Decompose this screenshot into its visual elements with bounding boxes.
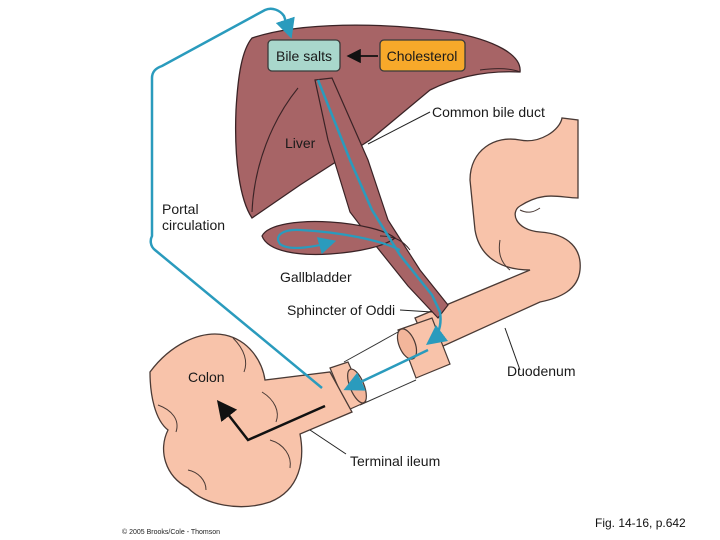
gallbladder-flow-arrow <box>276 228 401 255</box>
duodenum-shape <box>414 117 581 353</box>
copyright-text: © 2005 Brooks/Cole - Thomson <box>122 528 220 536</box>
gallbladder-label: Gallbladder <box>280 269 352 285</box>
sphincter-label: Sphincter of Oddi <box>287 302 395 318</box>
portal-circulation-arrow <box>149 7 323 389</box>
colon-flow-arrow <box>216 400 326 442</box>
bile-salts-label: Bile salts <box>276 48 332 64</box>
common-bile-duct-label: Common bile duct <box>432 104 545 120</box>
portal-label-line1: Portal <box>162 201 199 217</box>
portal-label-line2: circulation <box>162 217 225 233</box>
terminal-ileum-label: Terminal ileum <box>350 453 440 469</box>
bile-duct-flow-arrow <box>316 79 448 346</box>
bile-salts-box: Bile salts <box>267 39 341 72</box>
sphincter-leader <box>399 309 433 313</box>
duodenum-leader <box>504 327 521 371</box>
colon-label: Colon <box>188 369 225 385</box>
liver-shape <box>235 24 521 219</box>
liver-label: Liver <box>285 135 316 151</box>
cholesterol-box: Cholesterol <box>379 39 466 72</box>
common-bile-duct-leader <box>367 111 431 145</box>
cholesterol-label: Cholesterol <box>387 48 458 64</box>
common-bile-duct-shape <box>314 77 449 319</box>
duodenum-label: Duodenum <box>507 363 576 379</box>
intestinal-flow-arrow <box>343 348 429 391</box>
figure-reference: Fig. 14-16, p.642 <box>595 516 686 530</box>
colon-shape <box>149 333 353 508</box>
terminal-ileum-leader <box>309 429 347 455</box>
